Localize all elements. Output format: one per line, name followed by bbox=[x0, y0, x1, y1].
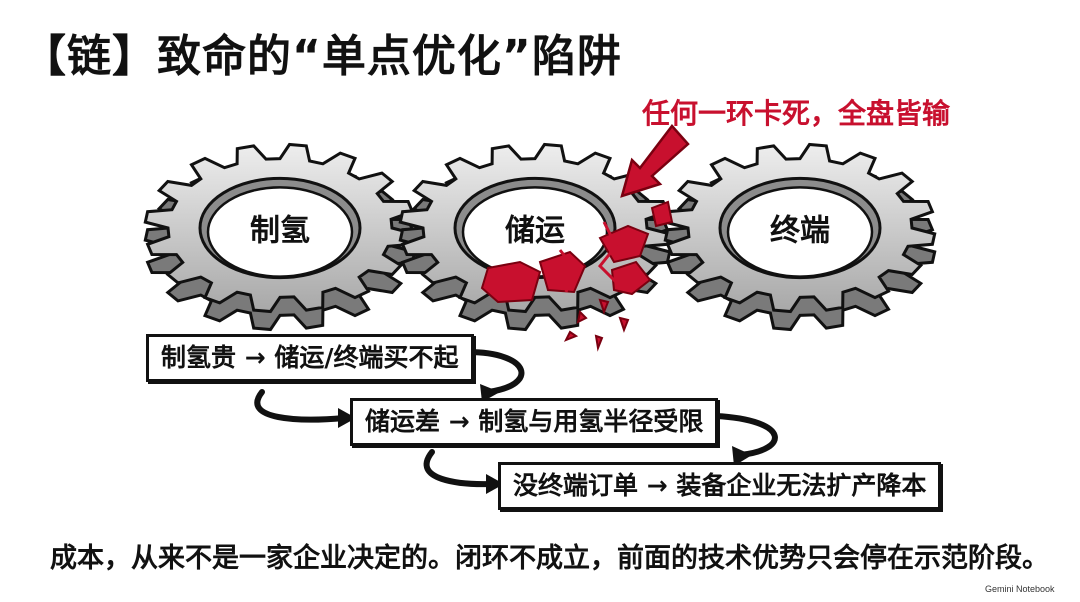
flow-arrows bbox=[254, 349, 778, 494]
crack-mark bbox=[480, 200, 674, 352]
gear-end-use: 终端 bbox=[663, 142, 937, 332]
gear-hydrogen-production: 制氢 bbox=[143, 142, 417, 332]
red-arrow-icon bbox=[620, 124, 690, 198]
chain-step-3: 没终端订单 → 装备企业无法扩产降本 bbox=[498, 462, 942, 510]
watermark-label: Gemini Notebook bbox=[985, 584, 1055, 594]
page-title: 【链】致命的“单点优化”陷阱 bbox=[22, 31, 622, 82]
gear3-hole bbox=[726, 186, 874, 278]
gear-label-end-use: 终端 bbox=[770, 214, 830, 249]
gear1-hole bbox=[206, 186, 354, 278]
chain-step-1: 制氢贵 → 储运/终端买不起 bbox=[146, 334, 474, 382]
conclusion-text: 成本，从来不是一家企业决定的。闭环不成立，前面的技术优势只会停在示范阶段。 bbox=[50, 543, 1049, 574]
gear-label-storage-transport: 储运 bbox=[505, 214, 565, 249]
gear-label-hydrogen-production: 制氢 bbox=[250, 214, 310, 249]
chain-step-2: 储运差 → 制氢与用氢半径受限 bbox=[350, 398, 719, 446]
failure-annotation: 任何一环卡死，全盘皆输 bbox=[642, 97, 951, 130]
